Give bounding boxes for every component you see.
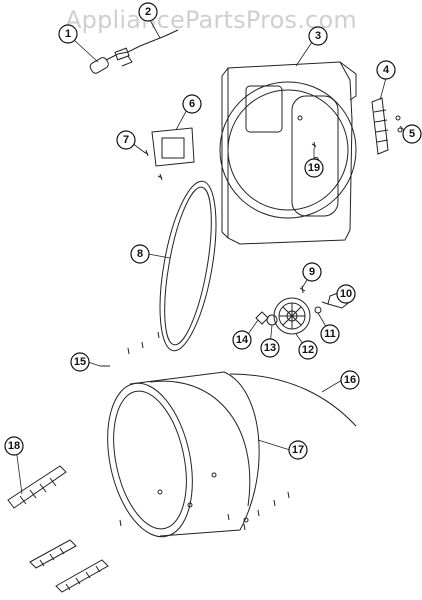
callout-7-label: 7: [123, 134, 129, 146]
callout-3-label: 3: [315, 30, 321, 42]
callout-10-label: 10: [340, 288, 352, 300]
callout-1-label: 1: [65, 28, 71, 40]
callout-2-label: 2: [145, 6, 151, 18]
callout-13: 13: [260, 338, 280, 358]
callout-13-label: 13: [264, 342, 276, 354]
part-washer: [314, 306, 322, 314]
part-roller: [273, 297, 311, 335]
callout-6-label: 6: [189, 98, 195, 110]
callout-15: 15: [70, 352, 90, 372]
callout-11: 11: [320, 324, 340, 344]
callout-15-label: 15: [74, 356, 86, 368]
callout-8-label: 8: [137, 248, 143, 260]
callout-17: 17: [288, 440, 308, 460]
callout-9: 9: [302, 262, 322, 282]
callout-16: 16: [340, 370, 360, 390]
callout-19-label: 19: [308, 162, 320, 174]
callout-3: 3: [308, 26, 328, 46]
callout-10: 10: [336, 284, 356, 304]
callout-6: 6: [182, 94, 202, 114]
part-cord-assembly: [89, 29, 179, 74]
callout-4-label: 4: [383, 64, 390, 76]
callout-14: 14: [232, 330, 252, 350]
part-screw-19: [311, 141, 317, 149]
part-bracket: [371, 97, 389, 155]
callout-14-label: 14: [236, 334, 249, 346]
callout-2: 2: [138, 2, 158, 22]
callout-18-label: 18: [8, 440, 20, 452]
part-screws-5: [395, 115, 403, 133]
part-baffle-bottom: [55, 559, 109, 593]
part-front-bulkhead: [219, 61, 357, 245]
callout-8: 8: [130, 244, 150, 264]
part-clip: [255, 311, 269, 325]
callout-16-label: 16: [344, 374, 356, 386]
part-baffle-top: [7, 465, 67, 509]
part-drum-screws: [119, 491, 290, 531]
callout-12-label: 12: [302, 344, 314, 356]
callout-4: 4: [376, 60, 396, 80]
callout-11-label: 11: [324, 328, 336, 340]
callout-7: 7: [116, 130, 136, 150]
callout-18: 18: [4, 436, 24, 456]
part-front-seal: [159, 180, 217, 352]
part-drum-seal: [229, 373, 357, 427]
callout-17-label: 17: [292, 444, 304, 456]
callout-12: 12: [298, 340, 318, 360]
callout-9-label: 9: [309, 266, 315, 278]
part-door-switch: [151, 127, 195, 167]
part-ring: [266, 314, 278, 326]
part-screws-15: [100, 331, 160, 367]
part-drum: [107, 371, 260, 538]
part-screws-7: [143, 149, 163, 181]
callout-5-label: 5: [409, 128, 415, 140]
callout-5: 5: [402, 124, 422, 144]
callout-1: 1: [58, 24, 78, 44]
callout-19: 19: [304, 158, 324, 178]
leader-lines: [15, 19, 409, 495]
part-baffle-middle: [29, 539, 77, 569]
